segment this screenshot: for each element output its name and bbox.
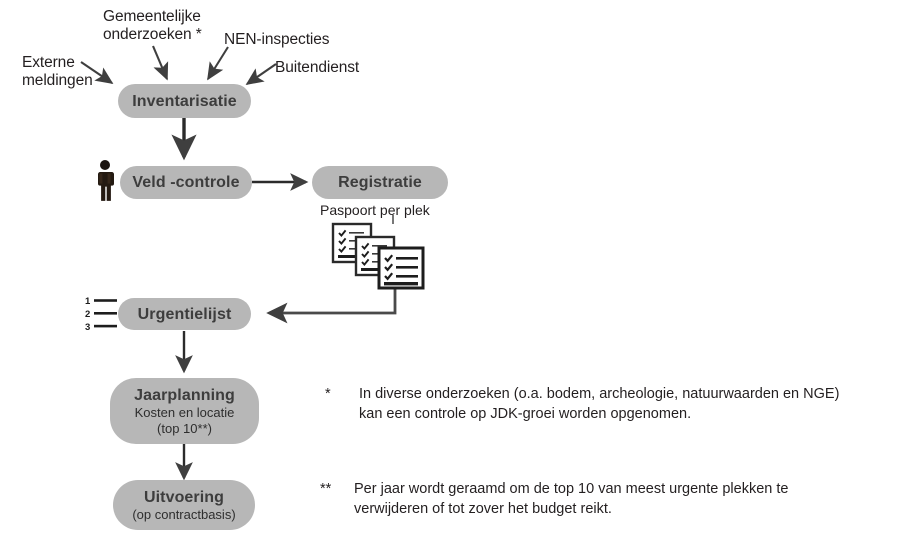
node-veld-controle-label: Veld -controle (132, 174, 240, 191)
numbered-list-icon-holder: 1 2 3 (85, 294, 119, 334)
numbered-list-icon: 1 2 3 (85, 296, 117, 333)
source-label-nen-inspecties: NEN-inspecties (224, 31, 330, 48)
arrow-gemeentelijke-onderzoeken (152, 45, 169, 81)
footnote-single-star: * In diverse onderzoeken (o.a. bodem, ar… (325, 384, 885, 424)
arrow-nen-inspecties (207, 46, 229, 81)
person-icon-holder (90, 158, 120, 204)
node-urgentielijst-label: Urgentielijst (137, 305, 232, 323)
documents-icon-holder (330, 222, 435, 290)
node-urgentielijst[interactable]: Urgentielijst (118, 298, 251, 330)
node-jaarplanning-label: Jaarplanning (134, 386, 235, 404)
footnote-single-star-mark: * (325, 386, 331, 402)
node-jaarplanning[interactable]: Jaarplanning Kosten en locatie (top 10**… (110, 378, 259, 444)
source-label-externe-meldingen: Externe meldingen (22, 54, 93, 89)
node-jaarplanning-sub-1: Kosten en locatie (134, 404, 235, 420)
footnote-single-star-text: In diverse onderzoeken (o.a. bodem, arch… (359, 386, 840, 422)
footnote-double-star-text: Per jaar wordt geraamd om de top 10 van … (354, 481, 789, 517)
caption-paspoort-per-plek: Paspoort per plek (320, 202, 430, 218)
node-registratie-label: Registratie (338, 174, 422, 191)
arrow-documents-to-urgentielijst (266, 287, 397, 324)
node-uitvoering-sub-1: (op contractbasis) (132, 506, 236, 522)
footnote-double-star-mark: ** (320, 481, 332, 497)
footnote-double-star: ** Per jaar wordt geraamd om de top 10 v… (320, 479, 890, 519)
source-label-gemeentelijke-onderzoeken: Gemeentelijke onderzoeken * (103, 8, 202, 43)
arrow-buitendienst (245, 63, 277, 85)
node-uitvoering-label: Uitvoering (143, 488, 225, 506)
node-jaarplanning-sub-2: (top 10**) (157, 420, 212, 436)
documents-icon (331, 222, 425, 290)
node-inventarisatie[interactable]: Inventarisatie (118, 84, 251, 118)
node-inventarisatie-label: Inventarisatie (132, 92, 237, 110)
person-icon (98, 160, 114, 201)
source-label-buitendienst: Buitendienst (275, 59, 360, 76)
node-registratie[interactable]: Registratie (312, 166, 448, 199)
svg-text:3: 3 (85, 322, 90, 333)
node-veld-controle[interactable]: Veld -controle (120, 166, 252, 199)
svg-text:2: 2 (85, 309, 90, 320)
svg-text:1: 1 (85, 296, 91, 307)
node-uitvoering[interactable]: Uitvoering (op contractbasis) (113, 480, 255, 530)
